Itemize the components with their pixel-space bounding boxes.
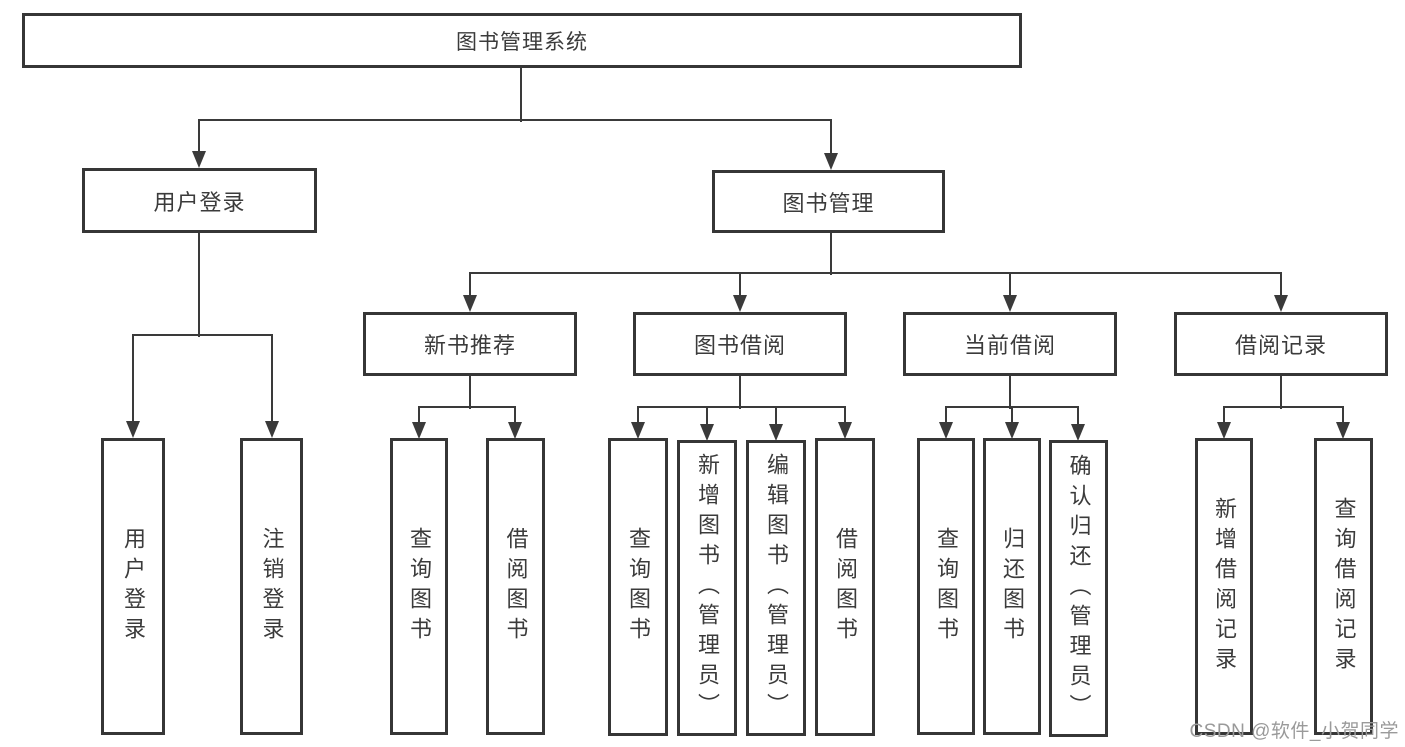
connector-line (469, 271, 1282, 275)
connector-line (1341, 407, 1345, 426)
node-cb-confirm-return: 确认归还（管理员） (1049, 440, 1108, 737)
node-label-borrow-records: 借阅记录 (1234, 333, 1327, 358)
node-label-br-add-record: 新增借阅记录 (1212, 496, 1237, 677)
node-cb-query-books: 查询图书 (917, 438, 975, 735)
arrowhead-down-icon (631, 422, 645, 439)
node-label-bb-edit-books: 编辑图书（管理员） (764, 453, 789, 723)
connector-line (843, 407, 847, 426)
arrowhead-down-icon (126, 421, 140, 438)
connector-line (637, 405, 846, 409)
connector-line (519, 68, 523, 122)
arrowhead-down-icon (1217, 422, 1231, 439)
arrowhead-down-icon (1005, 422, 1019, 439)
connector-line (1279, 376, 1283, 409)
node-label-new-book-rec: 新书推荐 (423, 333, 516, 358)
node-bb-edit-books: 编辑图书（管理员） (746, 440, 806, 736)
connector-line (513, 407, 517, 426)
node-label-root: 图书管理系统 (456, 30, 588, 54)
arrowhead-down-icon (463, 295, 477, 312)
node-label-cb-return-books: 归还图书 (1000, 526, 1025, 647)
node-bb-borrow-books: 借阅图书 (815, 438, 875, 736)
node-logout-leaf: 注销登录 (240, 438, 303, 735)
node-label-bb-add-books: 新增图书（管理员） (695, 453, 720, 723)
connector-line (132, 333, 273, 337)
node-root: 图书管理系统 (22, 13, 1022, 68)
arrowhead-down-icon (1003, 295, 1017, 312)
node-label-bb-query-books: 查询图书 (626, 527, 651, 647)
connector-line (738, 376, 742, 409)
node-nbr-query-books: 查询图书 (390, 438, 448, 735)
arrowhead-down-icon (824, 153, 838, 170)
connector-line (1223, 405, 1344, 409)
connector-line (1010, 407, 1014, 426)
node-new-book-rec: 新书推荐 (363, 312, 577, 376)
arrowhead-down-icon (1071, 424, 1085, 441)
connector-line (829, 233, 833, 275)
connector-line (774, 407, 778, 426)
arrowhead-down-icon (192, 151, 206, 168)
node-user-login-leaf: 用户登录 (101, 438, 165, 735)
node-label-br-query-record: 查询借阅记录 (1331, 496, 1357, 677)
connector-line (270, 335, 274, 425)
connector-line (468, 376, 472, 409)
node-label-current-borrow: 当前借阅 (963, 333, 1056, 358)
connector-line (1076, 407, 1080, 428)
connector-line (198, 118, 832, 122)
connector-line (197, 233, 201, 337)
arrowhead-down-icon (1274, 295, 1288, 312)
arrowhead-down-icon (769, 424, 783, 441)
node-book-borrow: 图书借阅 (633, 312, 847, 376)
arrowhead-down-icon (1336, 422, 1350, 439)
node-cb-return-books: 归还图书 (983, 438, 1041, 735)
connector-line (705, 407, 709, 426)
arrowhead-down-icon (838, 422, 852, 439)
node-br-query-record: 查询借阅记录 (1314, 438, 1373, 735)
connector-line (131, 335, 135, 425)
node-label-cb-confirm-return: 确认归还（管理员） (1066, 453, 1092, 724)
node-label-user-login-leaf: 用户登录 (121, 526, 146, 647)
connector-line (1222, 407, 1226, 426)
connector-line (1279, 273, 1283, 299)
connector-line (468, 273, 472, 299)
csdn-watermark: CSDN @软件_小贺同学 (1189, 721, 1399, 742)
node-bb-query-books: 查询图书 (608, 438, 668, 736)
node-book-mgmt: 图书管理 (712, 170, 945, 233)
node-bb-add-books: 新增图书（管理员） (677, 440, 737, 736)
arrowhead-down-icon (939, 422, 953, 439)
node-nbr-borrow-books: 借阅图书 (486, 438, 545, 735)
connector-line (944, 407, 948, 426)
arrowhead-down-icon (700, 424, 714, 441)
node-user-login: 用户登录 (82, 168, 317, 233)
node-current-borrow: 当前借阅 (903, 312, 1117, 376)
node-br-add-record: 新增借阅记录 (1195, 438, 1253, 735)
connector-line (417, 407, 421, 426)
connector-line (738, 273, 742, 299)
node-label-user-login: 用户登录 (153, 189, 246, 215)
node-label-logout-leaf: 注销登录 (259, 526, 285, 647)
connector-line (1008, 376, 1012, 409)
node-borrow-records: 借阅记录 (1174, 312, 1388, 376)
connector-line (636, 407, 640, 426)
node-label-book-mgmt: 图书管理 (782, 190, 875, 216)
arrowhead-down-icon (412, 422, 426, 439)
arrowhead-down-icon (265, 421, 279, 438)
node-label-bb-borrow-books: 借阅图书 (833, 527, 858, 647)
arrowhead-down-icon (508, 422, 522, 439)
arrowhead-down-icon (733, 295, 747, 312)
node-label-book-borrow: 图书借阅 (693, 333, 786, 358)
node-label-nbr-borrow-books: 借阅图书 (503, 526, 529, 647)
connector-line (197, 120, 201, 155)
connector-line (418, 405, 516, 409)
connector-line (829, 120, 833, 157)
connector-line (1008, 273, 1012, 299)
node-label-nbr-query-books: 查询图书 (407, 526, 432, 647)
node-label-cb-query-books: 查询图书 (934, 526, 959, 647)
